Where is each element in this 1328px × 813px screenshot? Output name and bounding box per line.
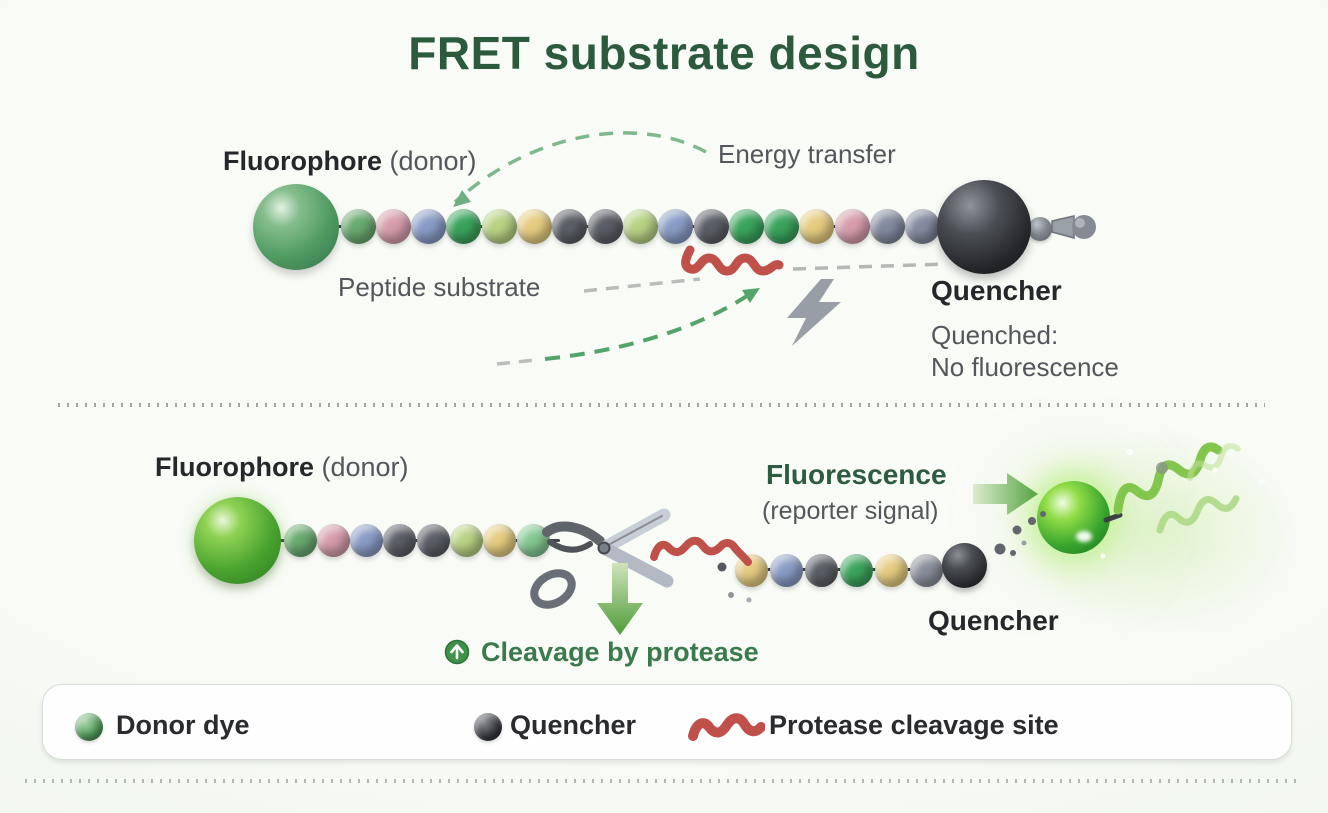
fluorescence-label: Fluorescence <box>766 459 947 490</box>
protease-cleavage-squiggle-icon <box>688 713 765 741</box>
energy-transfer-label: Energy transfer <box>718 139 896 169</box>
quencher-ball-top <box>937 180 1031 274</box>
cleavage-site-squiggle-top <box>681 245 784 276</box>
quencher-label-top: Quencher <box>931 275 1062 306</box>
legend-donor-label: Donor dye <box>116 710 250 740</box>
terminal-bead <box>1028 217 1052 241</box>
bead-darkgray <box>693 208 729 244</box>
bead-darkgray <box>804 553 838 587</box>
energy-transfer-arrow <box>453 131 707 204</box>
reporter-signal-label: (reporter signal) <box>762 497 939 525</box>
bead-brightgreen <box>839 553 873 587</box>
cleavage-direction-icon <box>444 639 470 665</box>
bead-blue <box>769 553 803 587</box>
fluorescing-donor-ball <box>1037 481 1110 554</box>
bead-blue <box>411 208 447 244</box>
scissors-ring-handle <box>530 569 576 609</box>
peptide-pointer-line <box>583 277 701 293</box>
fluorophore-label-top-qualifier: (donor) <box>381 146 477 176</box>
bead-darkgray <box>383 523 417 557</box>
energy-transfer-arrowhead <box>453 190 471 207</box>
quenched-status-line2: No fluorescence <box>931 352 1119 382</box>
scissors-strand <box>547 539 593 553</box>
bead-yellow <box>517 208 552 244</box>
bead-pink <box>316 523 350 557</box>
protease-attack-arrowhead <box>742 288 760 303</box>
protease-attack-arrow <box>544 292 752 361</box>
bead-lightgreen <box>622 208 658 244</box>
bead-grayblue <box>870 208 905 244</box>
scissors-blade-edge <box>609 515 663 545</box>
bead-blue <box>658 208 694 244</box>
attack-arrow-lead <box>496 358 536 366</box>
cleavage-down-arrow <box>597 563 643 635</box>
bead-mint <box>516 523 550 557</box>
quencher-pointer-line <box>792 262 948 271</box>
glow-flare <box>1076 531 1092 542</box>
scissors-icon <box>530 508 674 609</box>
bead-lightgreen <box>450 523 483 557</box>
scissors-blade-lower <box>597 541 674 588</box>
section-divider-dotted <box>58 403 1265 407</box>
legend-cleavage-label: Protease cleavage site <box>769 710 1059 740</box>
scissors-blade-upper <box>597 508 671 555</box>
bead-brightgreen <box>728 208 764 244</box>
quencher-ball-bottom <box>942 543 987 588</box>
fluorophore-ball-bottom <box>194 497 281 584</box>
quenched-status-line1: Quenched: <box>931 320 1059 350</box>
donor-dye-ball-icon <box>75 713 103 741</box>
bead-grayblue <box>905 208 941 244</box>
fluorophore-label-bottom-qualifier: (donor) <box>313 452 409 482</box>
lightning-bolt-icon <box>787 279 841 346</box>
fluorophore-ball-top <box>253 184 339 270</box>
bead-yellow <box>483 523 517 557</box>
quencher-label-bottom: Quencher <box>928 605 1059 636</box>
fluorescence-halo <box>960 400 1328 690</box>
terminal-pin <box>1051 215 1096 239</box>
bead-green <box>283 523 317 557</box>
cleavage-site-squiggle-bottom <box>650 536 752 566</box>
bead-yellow <box>874 553 908 587</box>
bead-yellow <box>799 208 835 244</box>
bead-yellow <box>734 553 768 587</box>
footer-dotted-line <box>25 779 1303 783</box>
bead-darkgray <box>587 208 623 244</box>
diagram-title: FRET substrate design <box>408 27 920 79</box>
bead-gray <box>909 553 943 587</box>
bead-blue <box>350 523 384 557</box>
bead-lightgreen <box>481 208 517 244</box>
legend-quencher-label: Quencher <box>510 710 637 740</box>
scissors-pivot <box>597 541 611 555</box>
bead-brightgreen <box>446 208 482 244</box>
bead-darkgray <box>416 523 450 557</box>
bead-darkgray <box>552 208 588 244</box>
quencher-ball-icon <box>474 713 502 741</box>
legend-bar: Donor dye Quencher Protease cleavage sit… <box>42 684 1292 760</box>
bead-green <box>340 208 376 244</box>
bead-pink <box>375 208 411 244</box>
fluorophore-label-top-name: Fluorophore <box>223 146 382 176</box>
fluorophore-label-bottom-name: Fluorophore <box>155 452 314 482</box>
fluorophore-label-bottom: Fluorophore (donor) <box>155 452 409 483</box>
peptide-substrate-label: Peptide substrate <box>338 272 541 302</box>
bead-pink <box>834 208 870 244</box>
bead-brightgreen <box>764 208 800 244</box>
fluorophore-label-top: Fluorophore (donor) <box>223 146 477 177</box>
cleavage-label: Cleavage by protease <box>481 637 759 667</box>
